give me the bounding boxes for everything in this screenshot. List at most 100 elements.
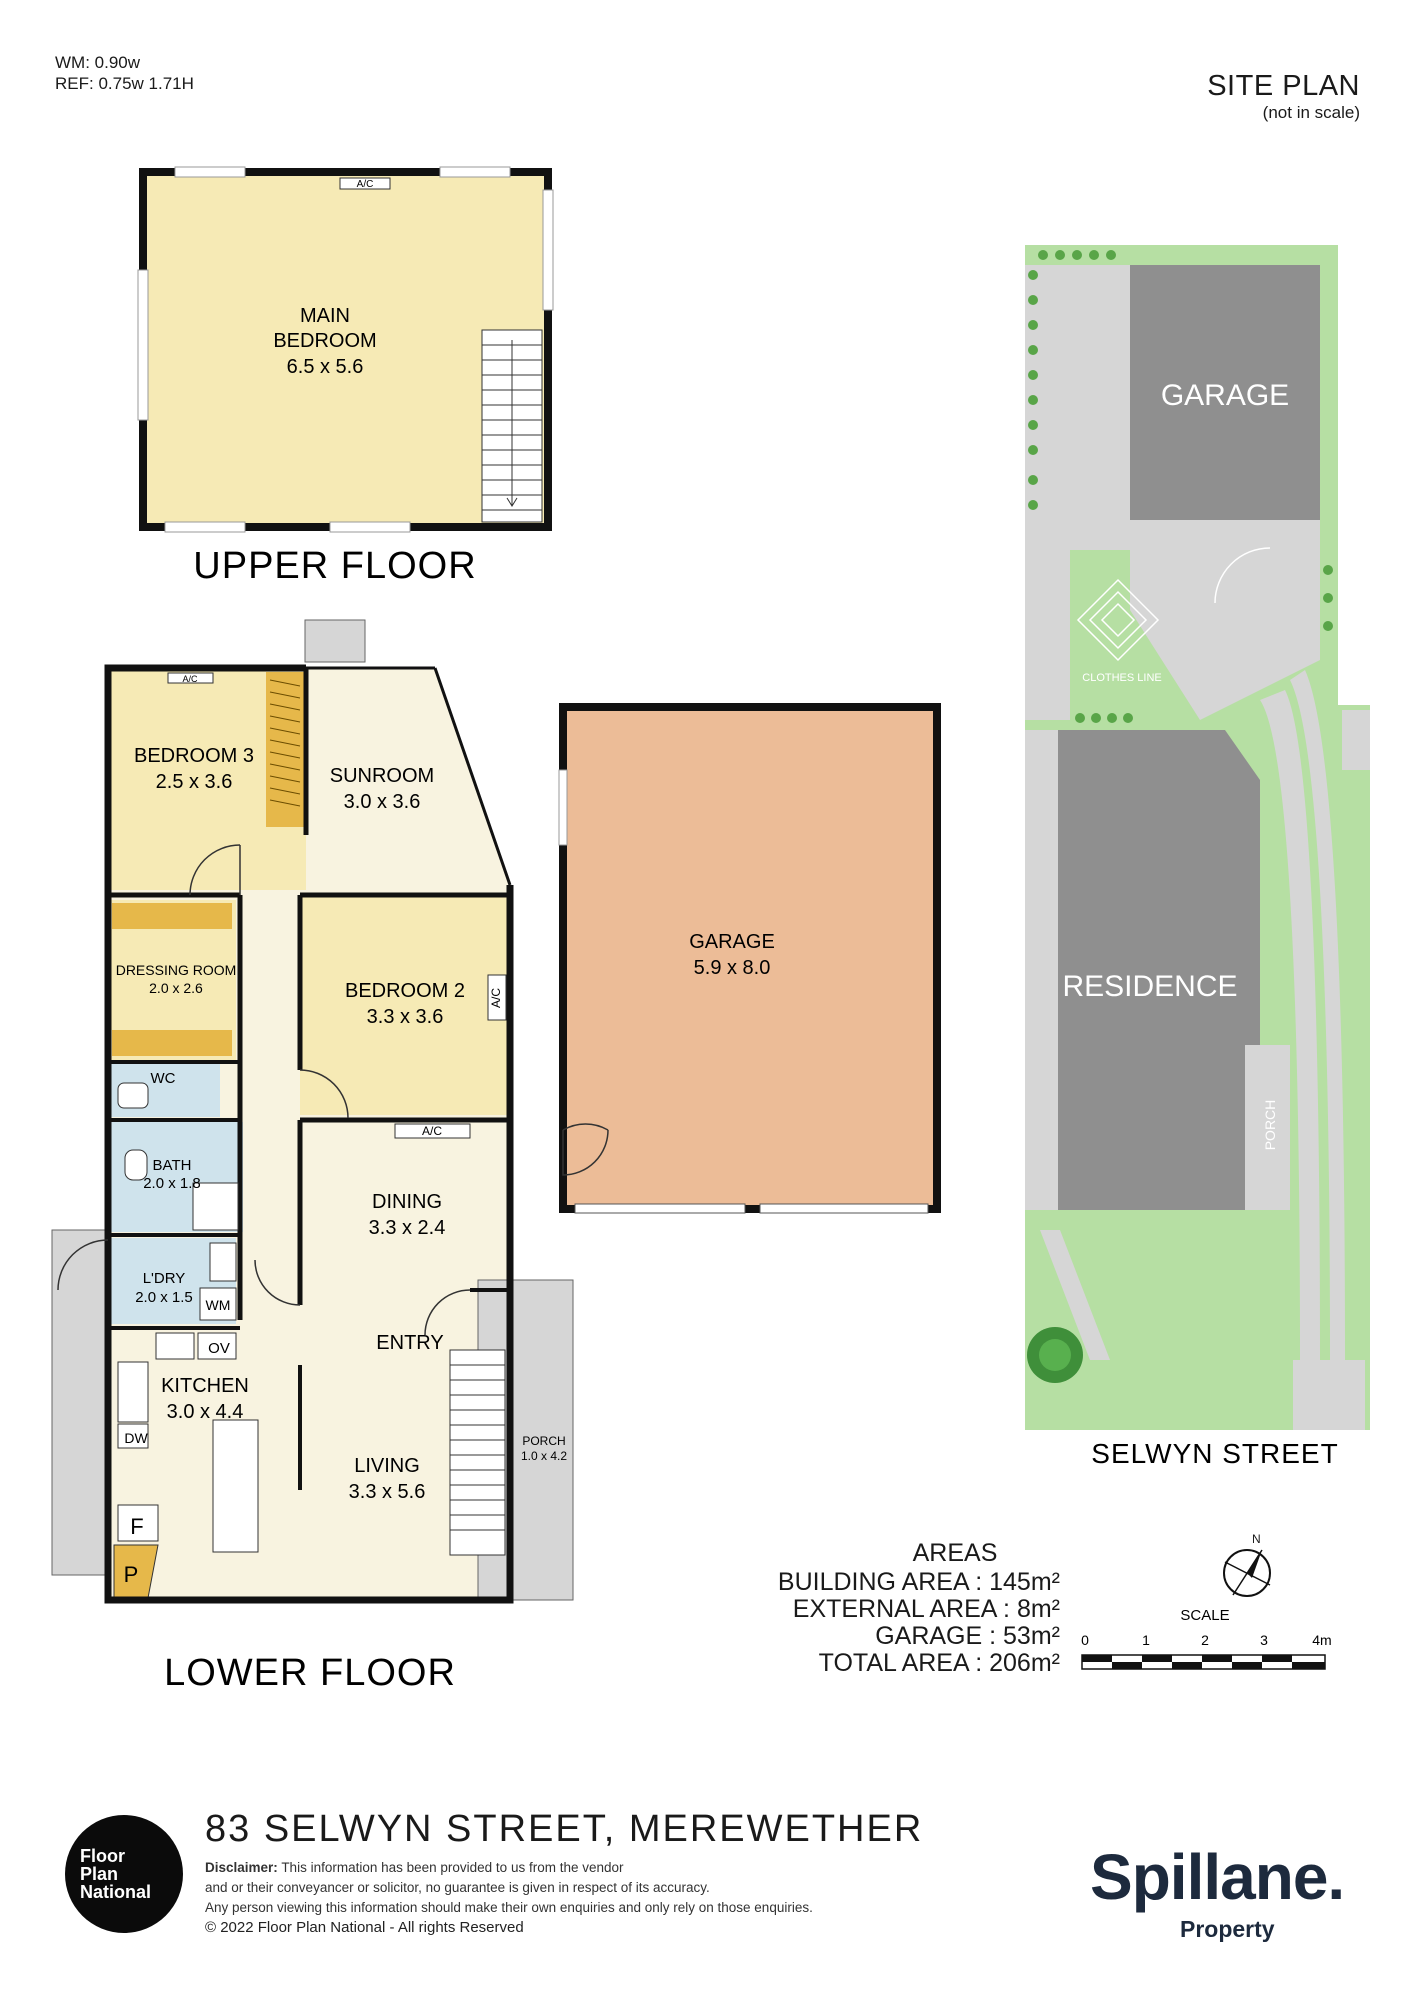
dressing-robe-top [112,903,232,929]
logo-line: Floor [80,1846,125,1866]
ov-label: OV [208,1340,230,1357]
window [137,269,149,421]
door-swing [562,1129,609,1176]
site-garage-building [1130,265,1320,520]
ac-unit [167,672,214,684]
kitchen-size: 3.0 x 4.4 [167,1401,244,1423]
garage-size: 5.9 x 8.0 [694,957,771,979]
side-path [1025,520,1070,720]
ac-label: A/C [489,988,503,1008]
window [329,521,411,533]
areas-row: BUILDING AREA : 145m² [770,1569,1060,1596]
dressing-room-size: 2.0 x 2.6 [149,980,203,996]
site-residence-building [1058,730,1260,1210]
fridge-space [117,1504,159,1542]
pantry-label: P [124,1562,139,1587]
cooktop [155,1332,195,1360]
scale-tick: 2 [1201,1632,1209,1648]
window [439,166,511,178]
spillane-logo: Spillane. [1090,1841,1345,1913]
disclaimer-line: and or their conveyancer or solicitor, n… [205,1880,710,1895]
ac-label: A/C [422,1124,442,1138]
ac-unit [339,177,391,190]
bedroom-2-size: 3.3 x 3.6 [367,1006,444,1028]
stairs [481,329,543,523]
scale-label: SCALE [1180,1607,1229,1624]
north-label: N [1252,1532,1261,1546]
street-label: SELWYN STREET [1091,1438,1338,1469]
front-steps [1040,1230,1110,1360]
dressing-robe-bottom [112,1030,232,1056]
area-value: 206m² [989,1649,1060,1677]
area-label: EXTERNAL AREA : [792,1595,1010,1623]
area-value: 53m² [1003,1622,1060,1650]
paved-area [1130,525,1320,720]
entry-label: ENTRY [376,1332,443,1354]
clothes-line-label: CLOTHES LINE [1082,672,1161,684]
sunroom-name: SUNROOM [330,765,434,787]
site-plan-subtitle: (not in scale) [1262,103,1360,122]
site-residence-label: RESIDENCE [1062,970,1237,1003]
main-bedroom-name-l2: BEDROOM [273,330,376,352]
window [174,166,246,178]
upper-floor-label: UPPER FLOOR [193,545,476,587]
area-value: 145m² [989,1568,1060,1596]
wm-text: WM: 0.90w [55,53,141,72]
sunroom-size: 3.0 x 3.6 [344,791,421,813]
sunroom-room [306,668,510,885]
areas-row: TOTAL AREA : 206m² [770,1650,1060,1677]
oven [197,1332,237,1360]
scale-bar [1081,1654,1326,1670]
fridge-label: F [130,1514,143,1539]
area-label: TOTAL AREA : [818,1649,983,1677]
window [164,521,246,533]
area-label: GARAGE : [875,1622,997,1650]
bedroom-2-name: BEDROOM 2 [345,980,465,1002]
site-plan: CLOTHES LINE GARAGE RESIDENCE PORCH [1025,245,1370,1430]
disclaimer: Disclaimer: This information has been pr… [205,1858,825,1938]
side-path [1025,730,1060,1210]
kitchen-island [212,1419,259,1553]
toilet [117,1082,149,1109]
dw-label: DW [124,1430,148,1446]
window [558,769,568,846]
ac-unit [487,974,507,1021]
living-size: 3.3 x 5.6 [349,1481,426,1503]
ac-label: A/C [357,179,374,190]
site-plan-heading: SITE PLAN (not in scale) [1207,70,1360,123]
garage-name: GARAGE [689,931,775,953]
bath-name: BATH [153,1157,192,1174]
shower [192,1182,239,1231]
spillane-logo-sub: Property [1180,1916,1275,1942]
walkway [1290,670,1345,1360]
bedroom-3-name: BEDROOM 3 [134,745,254,767]
main-bedroom-name-l1: MAIN [300,305,350,327]
wc-label: WC [151,1070,176,1087]
ref-text: REF: 0.75w 1.71H [55,74,194,93]
main-bedroom-size: 6.5 x 5.6 [287,356,364,378]
scale-tick: 1 [1142,1632,1150,1648]
dining-size: 3.3 x 2.4 [369,1217,446,1239]
site-plan-title: SITE PLAN [1207,70,1360,102]
site-porch [1245,1045,1290,1210]
living-name: LIVING [354,1455,420,1477]
chimney [304,619,366,663]
clothes-line [1076,578,1160,662]
disclaimer-line: Any person viewing this information shou… [205,1900,813,1915]
toilet [124,1149,148,1181]
disclaimer-label: Disclaimer: [205,1860,278,1875]
laundry-tub [209,1242,237,1282]
floor-plan-national-logo [65,1815,183,1933]
property-address: 83 SELWYN STREET, MEREWETHER [205,1808,924,1850]
garage-room [559,703,941,1213]
robe-hangers [269,679,301,807]
floor-plan-drawing: A/C MAIN BEDROOM 6.5 x 5.6 UPPER FLOOR [51,166,1370,1694]
porch-name: PORCH [522,1434,565,1448]
dishwasher [117,1423,149,1449]
scale-tick: 4m [1312,1632,1331,1648]
compass [1223,1549,1271,1597]
scale-tick: 3 [1260,1632,1268,1648]
floor-plan-national-logo-text: Floor Plan National [80,1847,151,1901]
site-porch-label: PORCH [1262,1100,1278,1151]
walkway [1260,690,1320,1360]
